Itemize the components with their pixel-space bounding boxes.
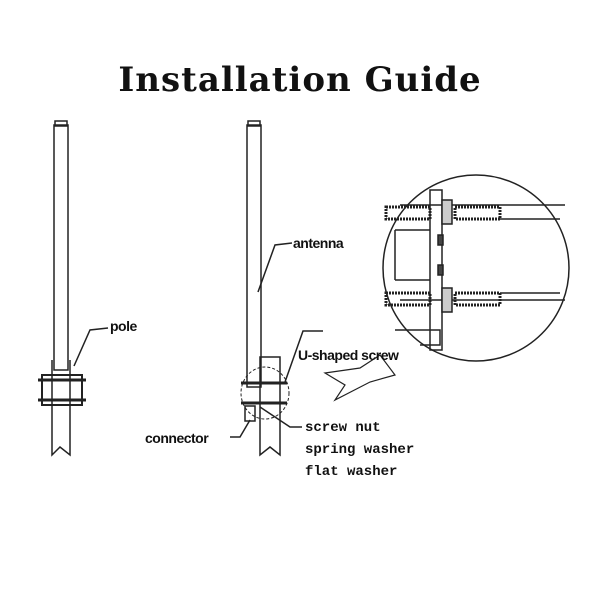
label-screw-nut: screw nut [305,420,381,436]
label-connector: connector [145,430,209,446]
middle-assembly [230,120,397,457]
label-spring-washer: spring washer [305,442,415,458]
detail-circle [382,174,570,362]
label-pole: pole [110,318,137,334]
page-title: Installation Guide [118,60,482,100]
label-flat-washer: flat washer [305,464,398,480]
label-u-shaped-screw: U-shaped screw [298,347,399,363]
left-assembly [38,120,109,457]
label-antenna: antenna [293,235,344,251]
